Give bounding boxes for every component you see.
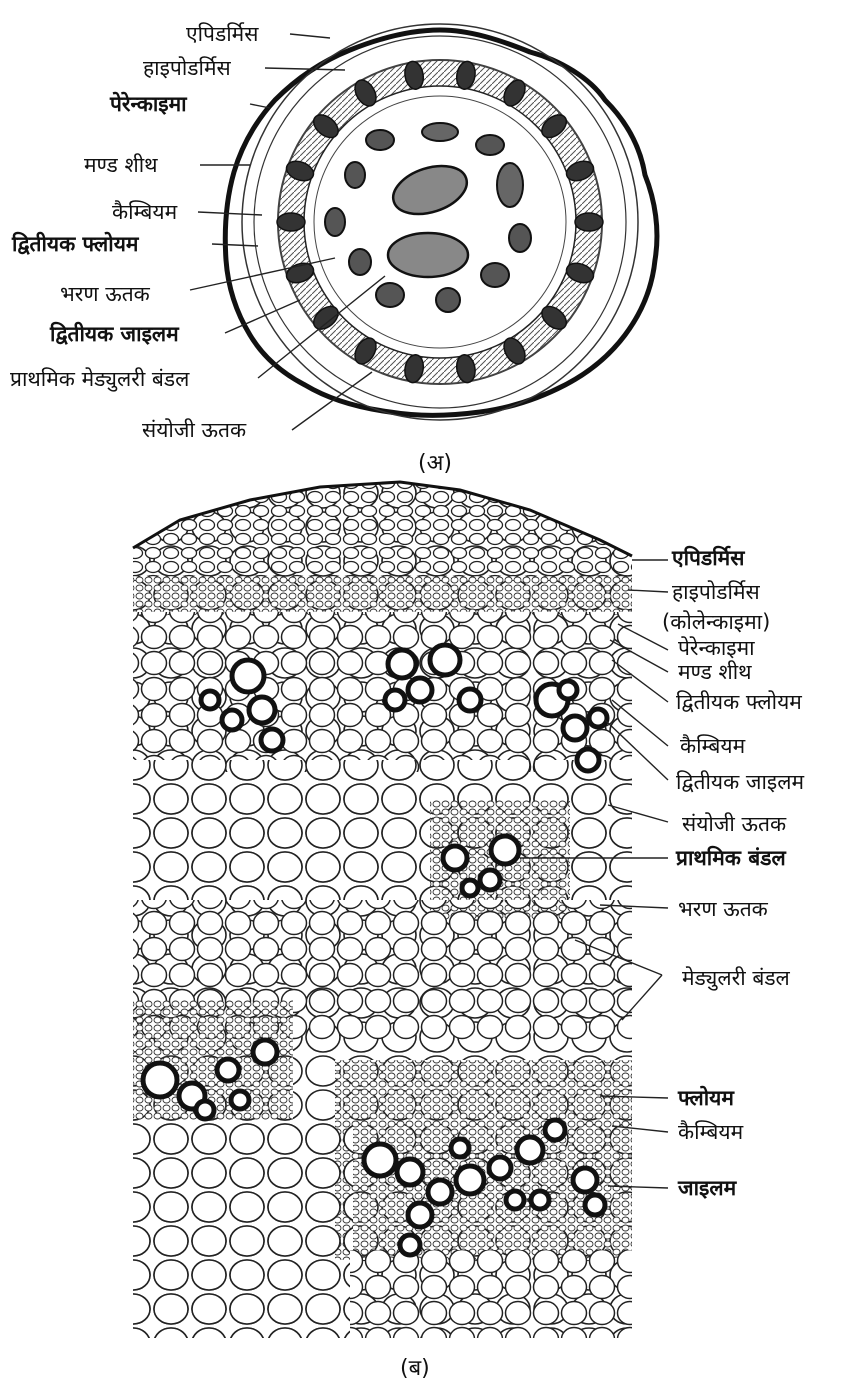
- label-b-parenchyma: पेरेन्काइमा: [678, 636, 755, 660]
- xylem-vessel: [408, 678, 432, 702]
- xylem-vessel: [545, 1120, 565, 1140]
- xylem-vessel: [249, 697, 275, 723]
- xylem-vessel: [232, 660, 264, 692]
- label-b-secondary-phloem: द्वितीयक फ्लोयम: [676, 690, 802, 714]
- xylem-vessel: [196, 1101, 214, 1119]
- xylem-vessel: [489, 1157, 511, 1179]
- xylem-vessel: [385, 690, 405, 710]
- label-b-phloem: फ्लोयम: [678, 1086, 734, 1110]
- figure-a-caption: (अ): [418, 447, 452, 477]
- xylem-vessel: [589, 709, 607, 727]
- xylem-vessel: [261, 729, 283, 751]
- label-b-ground-tissue: भरण ऊतक: [678, 897, 768, 921]
- xylem-vessel: [451, 1139, 469, 1157]
- label-a-conjunctive-tissue: संयोजी ऊतक: [142, 418, 246, 442]
- label-a-secondary-phloem: द्वितीयक फ्लोयम: [12, 232, 138, 256]
- xylem-vessel: [222, 710, 242, 730]
- xylem-vessel: [517, 1137, 543, 1163]
- peripheral-bundle: [277, 213, 305, 231]
- label-a-cambium: कैम्बियम: [112, 200, 177, 224]
- label-b-cambium: कैम्बियम: [680, 734, 745, 758]
- xylem-vessel: [253, 1040, 277, 1064]
- label-a-primary-medullary-bundle: प्राथमिक मेड्युलरी बंडल: [10, 367, 189, 391]
- label-a-endodermis: मण्ड शीथ: [84, 153, 158, 177]
- xylem-vessel: [573, 1168, 597, 1192]
- xylem-vessel: [563, 716, 587, 740]
- xylem-vessel: [217, 1059, 239, 1081]
- xylem-vessel: [397, 1159, 423, 1185]
- label-b-xylem: जाइलम: [678, 1176, 736, 1200]
- figure-b-section: [133, 480, 640, 1340]
- label-a-parenchyma: पेरेन्काइमा: [110, 92, 187, 116]
- xylem-vessel: [201, 691, 219, 709]
- label-a-secondary-xylem: द्वितीयक जाइलम: [50, 322, 179, 346]
- label-b-collenchyma: (कोलेन्काइमा): [662, 610, 770, 634]
- xylem-vessel: [364, 1144, 396, 1176]
- xylem-vessel: [585, 1195, 605, 1215]
- label-b-medullary-bundle: मेड्युलरी बंडल: [682, 966, 790, 990]
- xylem-vessel: [388, 650, 416, 678]
- xylem-vessel: [428, 1180, 452, 1204]
- label-b-secondary-xylem: द्वितीयक जाइलम: [676, 770, 804, 794]
- label-b-epidermis: एपिडर्मिस: [672, 546, 744, 570]
- xylem-vessel: [480, 870, 500, 890]
- xylem-vessel: [456, 1166, 484, 1194]
- label-b-hypodermis: हाइपोडर्मिस: [672, 580, 760, 604]
- xylem-vessel: [559, 681, 577, 699]
- figure-b-caption: (ब): [400, 1352, 430, 1382]
- xylem-vessel: [231, 1091, 249, 1109]
- label-b-cambium-2: कैम्बियम: [678, 1120, 743, 1144]
- xylem-vessel: [577, 749, 599, 771]
- xylem-vessel: [491, 836, 519, 864]
- xylem-vessel: [408, 1203, 432, 1227]
- label-b-conjunctive-tissue: संयोजी ऊतक: [682, 812, 786, 836]
- label-b-primary-bundle: प्राथमिक बंडल: [676, 846, 786, 870]
- label-a-ground-tissue: भरण ऊतक: [60, 282, 150, 306]
- peripheral-bundle: [575, 213, 603, 231]
- label-b-endodermis: मण्ड शीथ: [678, 660, 752, 684]
- xylem-vessel: [459, 689, 481, 711]
- figure-a-section: [225, 24, 657, 420]
- xylem-vessel: [443, 846, 467, 870]
- xylem-vessel: [143, 1063, 177, 1097]
- label-a-epidermis: एपिडर्मिस: [186, 22, 258, 46]
- xylem-vessel: [400, 1235, 420, 1255]
- xylem-vessel: [430, 645, 460, 675]
- xylem-vessel: [462, 880, 478, 896]
- xylem-vessel: [506, 1191, 524, 1209]
- xylem-vessel: [531, 1191, 549, 1209]
- label-a-hypodermis: हाइपोडर्मिस: [143, 56, 231, 80]
